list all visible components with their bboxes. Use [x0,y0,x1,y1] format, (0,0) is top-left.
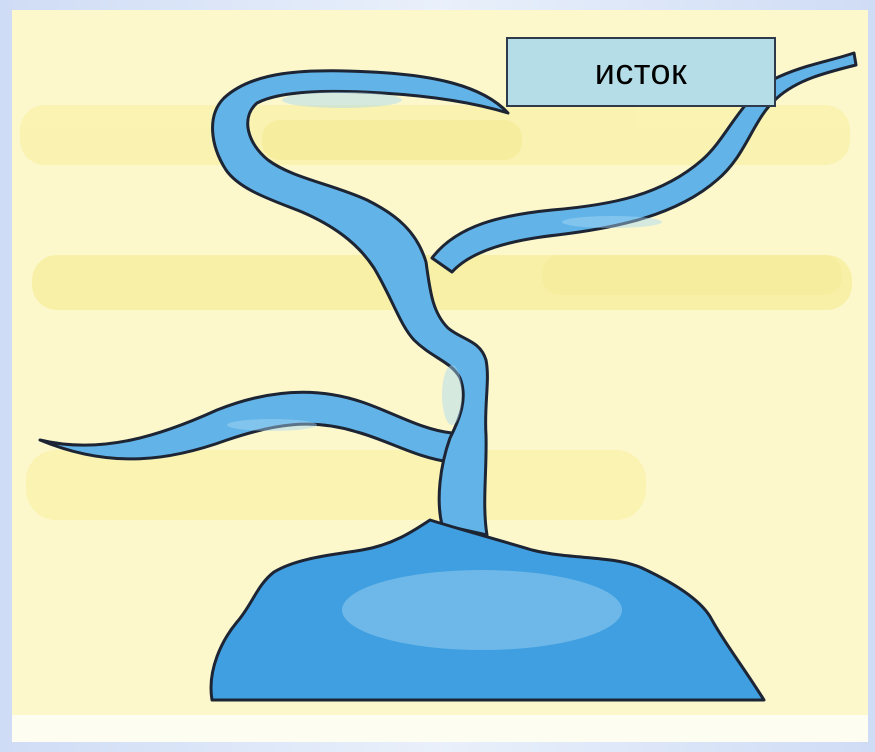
river-system-drawing [12,10,868,742]
source-label: исток [595,51,687,93]
source-label-box: исток [506,37,776,107]
paper-bottom-edge [12,715,868,742]
